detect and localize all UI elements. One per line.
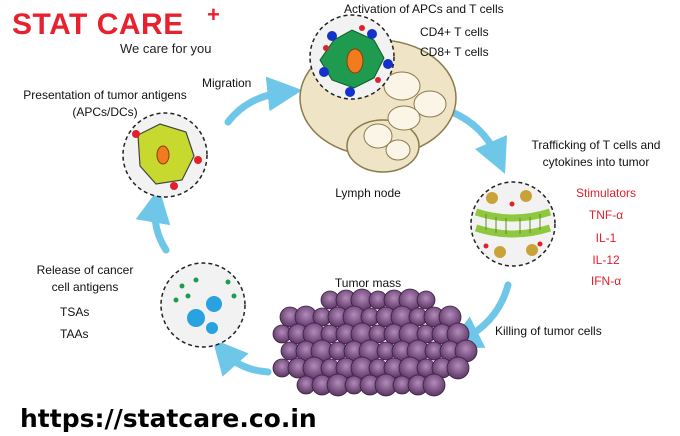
tumor-cell — [422, 373, 446, 397]
trafficking-illustration — [470, 181, 556, 267]
tumor-cell — [416, 290, 436, 310]
migration-label: Migration — [202, 76, 252, 90]
arrow-lymph-to-tumor — [448, 108, 508, 175]
lymph-node-illustration — [299, 14, 457, 173]
activation-title: Activation of APCs and T cells — [344, 2, 504, 16]
release-item-taas: TAAs — [60, 327, 89, 341]
killing-label: Killing of tumor cells — [495, 324, 602, 338]
release-illustration — [160, 262, 246, 348]
stimulator-item: IFN-α — [590, 274, 622, 288]
presentation-label: Presentation of tumor antigens — [23, 88, 187, 102]
tumor-cell — [446, 356, 470, 380]
cycle-arrows — [135, 76, 512, 377]
release-label: Release of cancer — [36, 263, 134, 277]
release-sublabel: cell antigens — [51, 280, 119, 294]
lymph-node-label: Lymph node — [335, 186, 401, 200]
trafficking-sublabel: cytokines into tumor — [542, 155, 650, 169]
stimulator-item: IL-1 — [595, 231, 617, 245]
brand-plus: + — [207, 2, 220, 27]
tumor-mass-label: Tumor mass — [334, 276, 402, 290]
release-item-tsas: TSAs — [60, 305, 90, 319]
stimulators-title: Stimulators — [575, 186, 637, 200]
activation-item-cd4: CD4+ T cells — [420, 25, 489, 39]
brand-logo: STAT CARE — [12, 8, 184, 41]
tumor-mass-illustration — [272, 288, 478, 397]
stimulator-item: TNF-α — [588, 208, 624, 222]
arrow-release-to-presentation — [135, 187, 171, 254]
activation-item-cd8: CD8+ T cells — [420, 45, 489, 59]
trafficking-label: Trafficking of T cells and — [531, 138, 661, 152]
arrow-presentation-to-lymph — [224, 76, 303, 126]
website-url[interactable]: https://statcare.co.in — [20, 404, 317, 433]
arrow-tumor-to-release — [212, 338, 272, 377]
stimulator-item: IL-12 — [592, 253, 620, 267]
apc-illustration — [122, 112, 208, 198]
presentation-sublabel: (APCs/DCs) — [72, 105, 138, 119]
brand-tagline: We care for you — [120, 41, 212, 56]
